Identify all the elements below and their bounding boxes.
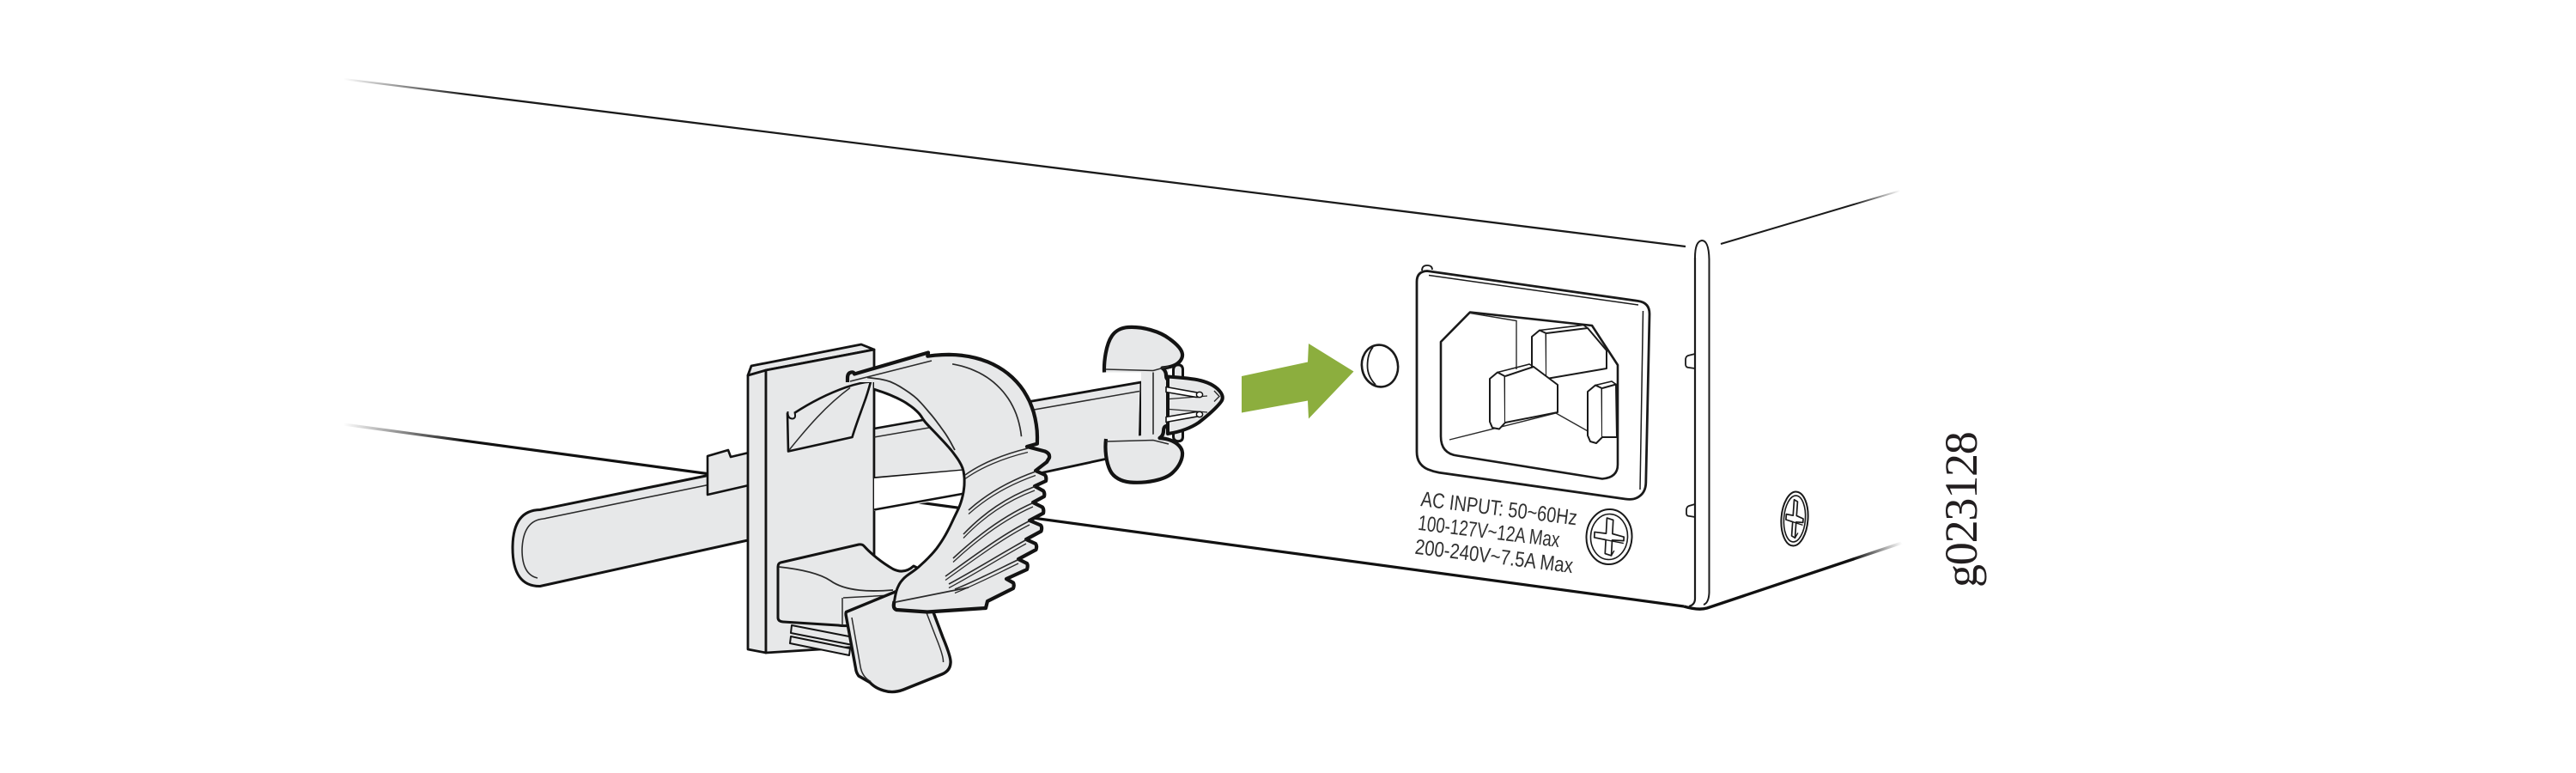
- svg-text:g023128: g023128: [1935, 432, 1987, 587]
